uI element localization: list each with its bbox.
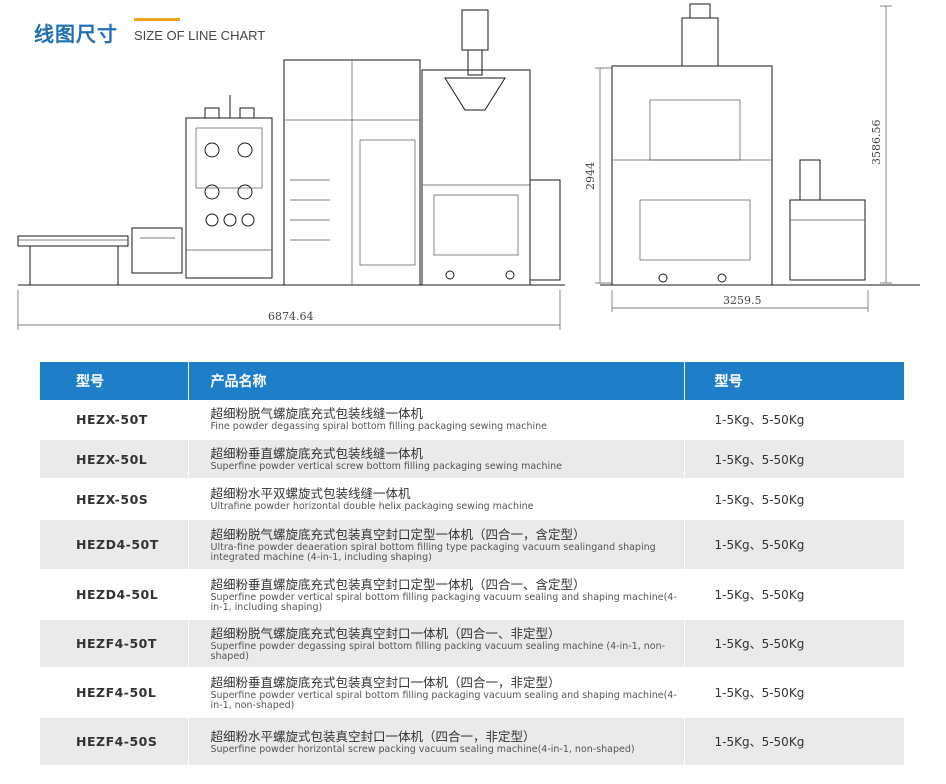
name-cn: 超细粉脱气螺旋底充式包装线缝一体机	[210, 406, 424, 421]
capping-unit	[185, 95, 273, 279]
main-frame	[283, 59, 421, 286]
name-cell: 超细粉水平螺旋式包装真空封口一体机（四合一，非定型） Superfine pow…	[188, 717, 685, 767]
dim-width-right: 3259.5	[723, 294, 762, 307]
header-model: 型号	[40, 362, 189, 400]
side-view-machine	[611, 3, 866, 286]
spec-cell: 1-5Kg、5-50Kg	[684, 519, 905, 571]
model-cell: HEZD4-50T	[40, 519, 189, 571]
product-table: 型号 产品名称 型号 HEZX-50T 超细粉脱气螺旋底充式包装线缝一体机 Fi…	[40, 362, 905, 767]
model-cell: HEZX-50T	[40, 400, 189, 440]
left-conveyor	[17, 227, 183, 285]
table-row: HEZX-50S 超细粉水平双螺旋式包装线缝一体机 Ultrafine powd…	[40, 479, 905, 520]
spec-cell: 1-5Kg、5-50Kg	[684, 400, 905, 440]
title-accent-bar	[134, 18, 180, 21]
name-cn: 超细粉脱气螺旋底充式包装真空封口一体机（四合一、非定型）	[210, 625, 561, 641]
name-en: Fine powder degassing spiral bottom fill…	[210, 421, 547, 432]
name-cell: 超细粉水平双螺旋式包装线缝一体机 Ultrafine powder horizo…	[188, 479, 685, 520]
name-en: Ultra-fine powder deaeration spiral bott…	[210, 541, 656, 563]
dim-width-left: 6874.64	[268, 310, 314, 323]
name-cn: 超细粉垂直螺旋底充式包装真空封口定型一体机（四合一、含定型）	[210, 576, 586, 592]
dim-height-mid: 2944	[584, 162, 597, 190]
name-en: Superfine powder horizontal screw packin…	[210, 743, 635, 755]
name-cell: 超细粉垂直螺旋底充式包装线缝一体机 Superfine powder verti…	[188, 439, 685, 480]
name-cell: 超细粉垂直螺旋底充式包装真空封口一体机（四合一，非定型） Superfine p…	[188, 668, 685, 718]
model-cell: HEZX-50S	[40, 479, 189, 520]
header-product-name: 产品名称	[188, 362, 685, 400]
filler-unit	[421, 9, 561, 286]
table-row: HEZX-50L 超细粉垂直螺旋底充式包装线缝一体机 Superfine pow…	[40, 439, 905, 480]
header-spec: 型号	[684, 362, 905, 400]
line-drawing: 6874.64 2944 3586.56 3259.5	[17, 3, 920, 330]
spec-cell: 1-5Kg、5-50Kg	[684, 717, 905, 767]
model-cell: HEZF4-50L	[40, 668, 189, 718]
name-cn: 超细粉水平螺旋式包装真空封口一体机（四合一，非定型）	[210, 728, 536, 744]
model-cell: HEZX-50L	[40, 439, 189, 480]
name-cn: 超细粉水平双螺旋式包装线缝一体机	[210, 486, 411, 501]
name-cell: 超细粉脱气螺旋底充式包装真空封口定型一体机（四合一，含定型） Ultra-fin…	[188, 519, 685, 571]
name-en: Superfine powder degassing spiral bottom…	[210, 640, 666, 662]
name-en: Ultrafine powder horizontal double helix…	[210, 501, 534, 512]
model-cell: HEZF4-50S	[40, 717, 189, 767]
table-row: HEZX-50T 超细粉脱气螺旋底充式包装线缝一体机 Fine powder d…	[40, 400, 905, 440]
table-row: HEZF4-50T 超细粉脱气螺旋底充式包装真空封口一体机（四合一、非定型） S…	[40, 619, 905, 669]
table-row: HEZF4-50S 超细粉水平螺旋式包装真空封口一体机（四合一，非定型） Sup…	[40, 717, 905, 767]
spec-cell: 1-5Kg、5-50Kg	[684, 668, 905, 718]
name-en: Superfine powder vertical spiral bottom …	[210, 591, 677, 613]
name-cn: 超细粉脱气螺旋底充式包装真空封口定型一体机（四合一，含定型）	[210, 526, 586, 542]
name-cn: 超细粉垂直螺旋底充式包装线缝一体机	[210, 446, 424, 461]
spec-cell: 1-5Kg、5-50Kg	[684, 479, 905, 520]
spec-cell: 1-5Kg、5-50Kg	[684, 570, 905, 620]
model-cell: HEZD4-50L	[40, 570, 189, 620]
name-cell: 超细粉垂直螺旋底充式包装真空封口定型一体机（四合一、含定型） Superfine…	[188, 570, 685, 620]
name-en: Superfine powder vertical screw bottom f…	[210, 461, 562, 472]
name-cn: 超细粉垂直螺旋底充式包装真空封口一体机（四合一，非定型）	[210, 674, 561, 690]
section-title-cn: 线图尺寸	[34, 22, 118, 46]
name-en: Superfine powder vertical spiral bottom …	[210, 689, 677, 711]
model-cell: HEZF4-50T	[40, 619, 189, 669]
spec-cell: 1-5Kg、5-50Kg	[684, 619, 905, 669]
name-cell: 超细粉脱气螺旋底充式包装真空封口一体机（四合一、非定型） Superfine p…	[188, 619, 685, 669]
name-cell: 超细粉脱气螺旋底充式包装线缝一体机 Fine powder degassing …	[188, 400, 685, 440]
table-header-row: 型号 产品名称 型号	[40, 362, 905, 400]
table-row: HEZD4-50T 超细粉脱气螺旋底充式包装真空封口定型一体机（四合一，含定型）…	[40, 519, 905, 571]
dimension-lines: 6874.64 2944 3586.56 3259.5	[17, 5, 892, 330]
spec-cell: 1-5Kg、5-50Kg	[684, 439, 905, 480]
dim-height-right: 3586.56	[870, 120, 883, 166]
table-row: HEZD4-50L 超细粉垂直螺旋底充式包装真空封口定型一体机（四合一、含定型）…	[40, 570, 905, 620]
table-row: HEZF4-50L 超细粉垂直螺旋底充式包装真空封口一体机（四合一，非定型） S…	[40, 668, 905, 718]
section-title-en: SIZE OF LINE CHART	[134, 28, 266, 43]
